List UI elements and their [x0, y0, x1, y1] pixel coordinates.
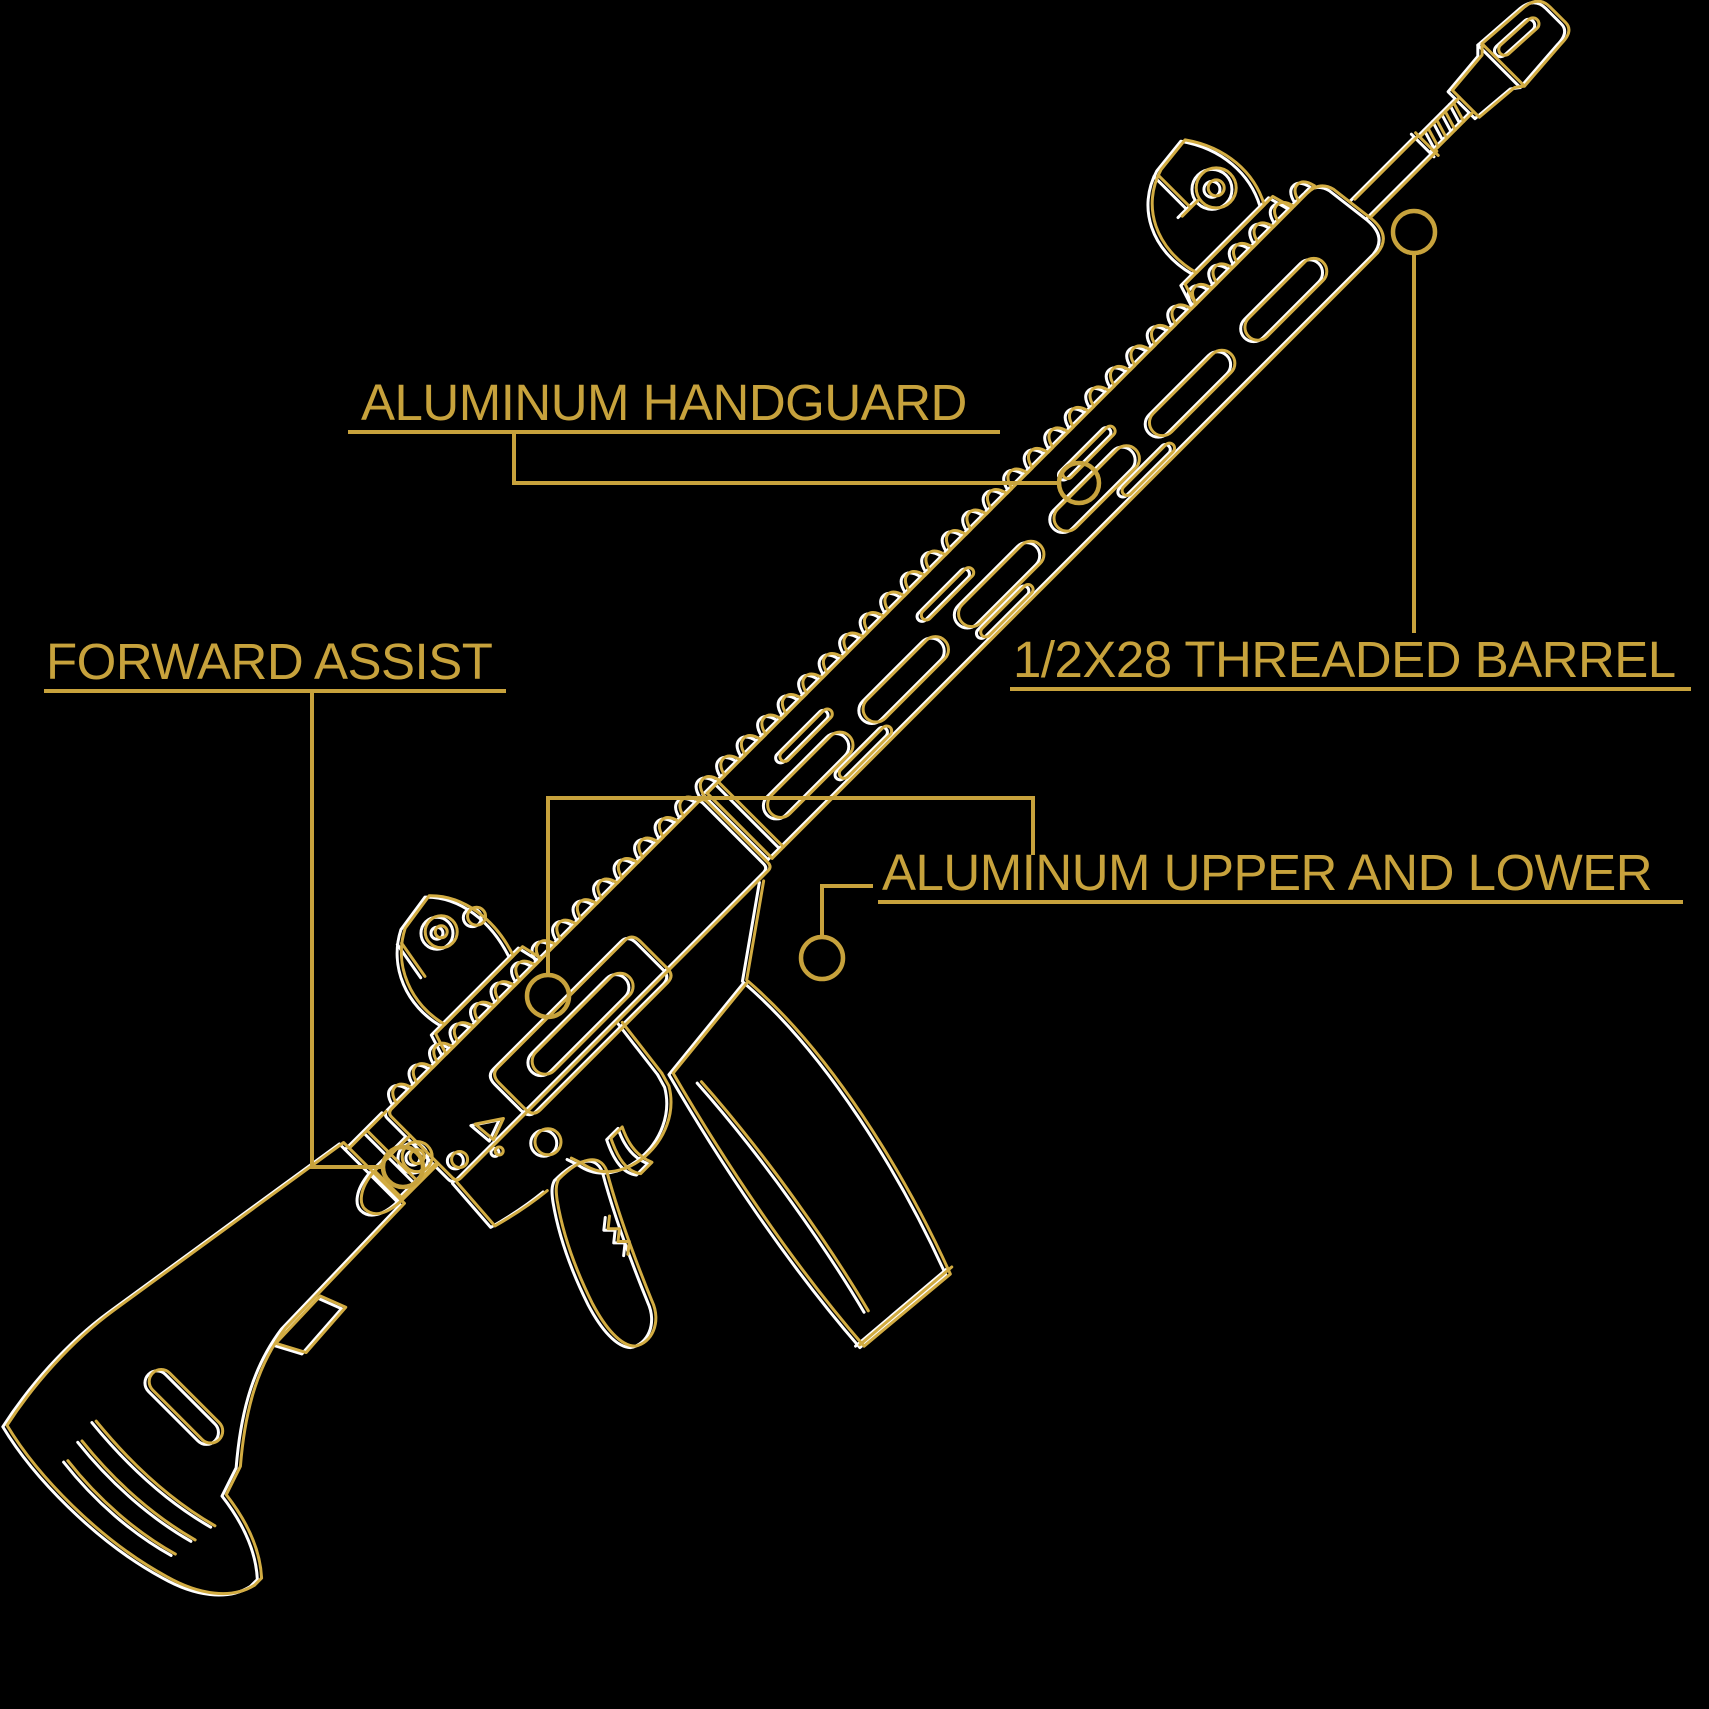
callout-label-aluminum-upper-lower: ALUMINUM UPPER AND LOWER: [878, 846, 1683, 904]
callout-label-forward-assist: FORWARD ASSIST: [44, 635, 506, 693]
callout-leaders: [310, 208, 1438, 1190]
leader-line-lower-receiver: [820, 884, 873, 937]
marker-circle-aluminum-handguard: [1056, 460, 1102, 506]
marker-circle-threaded-barrel: [1390, 208, 1438, 256]
leader-line-upper-receiver: [546, 796, 1035, 975]
marker-circle-upper-receiver: [524, 972, 572, 1020]
leader-line-forward-assist: [310, 691, 383, 1169]
callout-label-threaded-barrel: 1/2X28 THREADED BARREL: [1010, 633, 1691, 691]
marker-circle-forward-assist: [380, 1144, 426, 1190]
leader-line-aluminum-handguard: [512, 431, 1058, 485]
callout-label-aluminum-handguard: ALUMINUM HANDGUARD: [348, 376, 1000, 434]
marker-circle-lower-receiver: [798, 934, 846, 982]
